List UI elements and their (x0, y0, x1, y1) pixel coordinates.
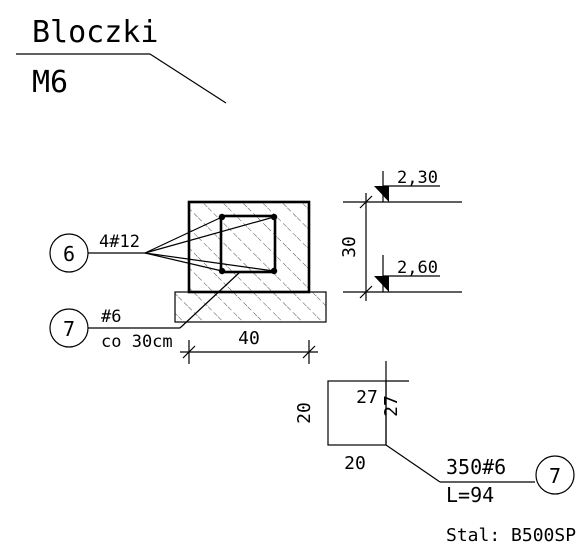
level-triangle-icon (374, 186, 389, 202)
title-leader (149, 53, 227, 104)
leader-line (144, 252, 223, 272)
stirrup-hook-vertical-length: 27 (381, 395, 402, 417)
width-dimension: 40 (180, 328, 318, 364)
width-dim-value: 40 (238, 328, 260, 349)
callout-7-spacing: co 30cm (101, 332, 173, 352)
stirrup-bar-spec: 350#6 (446, 455, 506, 479)
height-dimension: 30 (339, 193, 462, 301)
leader-line (144, 252, 275, 272)
leader-line (144, 216, 223, 254)
footing-outline (174, 291, 327, 323)
steel-note: Stal: B500SP (446, 525, 576, 546)
stirrup-leader (385, 444, 441, 483)
stirrup-left-side: 20 (294, 402, 315, 424)
width-dim-tick (302, 345, 316, 359)
callout-circle-7-detail (535, 455, 575, 495)
callout-7-label: #6 (101, 307, 121, 327)
level-marker-bottom: 2,60 (374, 255, 440, 292)
footing-hatch (175, 292, 326, 322)
stirrup-bottom-side: 20 (344, 453, 366, 474)
height-dim-tick (359, 285, 373, 299)
callout-number-7-detail: 7 (549, 464, 561, 488)
title-line2: M6 (32, 65, 68, 100)
height-dim-value: 30 (339, 236, 360, 258)
callout-7-pointer (179, 271, 241, 329)
level-bottom-value: 2,60 (397, 258, 438, 278)
callout-6-label: 4#12 (99, 232, 140, 252)
level-triangle-icon (374, 276, 389, 292)
width-dim-tick (182, 345, 196, 359)
callout-bars: 6 4#12 (49, 216, 275, 273)
beam-cross-section (174, 200, 327, 323)
callout-number-6: 6 (63, 242, 75, 266)
callout-stirrups: 7 #6 co 30cm (49, 271, 241, 352)
stirrup-length: L=94 (446, 483, 494, 507)
stirrup-detail: 20 20 27 27 350#6 L=94 7 (294, 361, 575, 507)
level-top-value: 2,30 (397, 168, 438, 188)
level-marker-top: 2,30 (374, 168, 440, 202)
title-line1: Bloczki (32, 15, 158, 50)
leader-line (144, 216, 275, 254)
stirrup-hook-inner: 27 (356, 387, 378, 408)
stirrup-outline (219, 214, 277, 274)
height-dim-tick (359, 195, 373, 209)
title-block: Bloczki M6 (16, 15, 227, 104)
callout-number-7: 7 (63, 317, 75, 341)
